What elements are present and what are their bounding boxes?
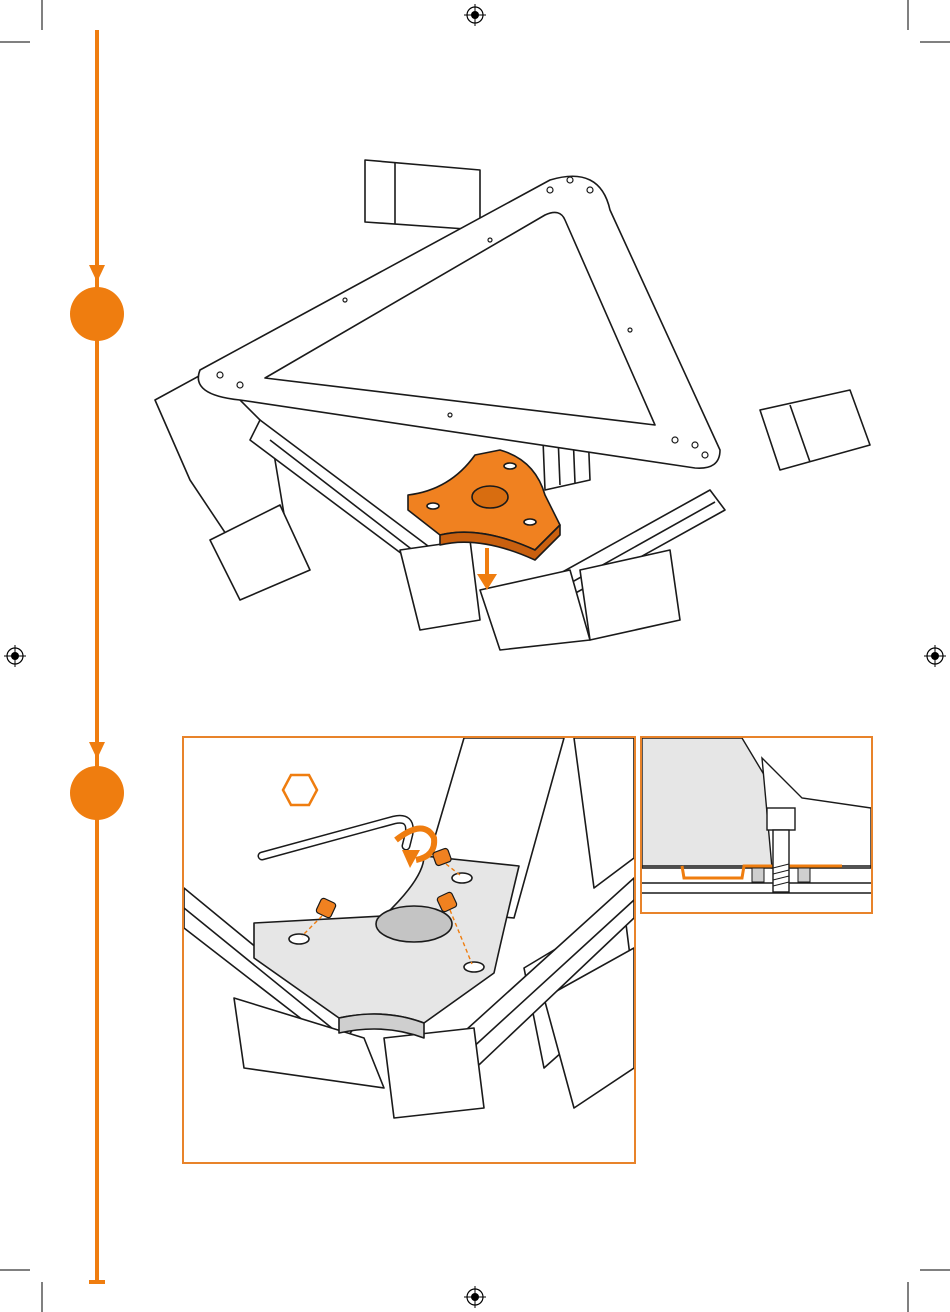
crosshair-registration-icon bbox=[464, 1286, 486, 1308]
down-arrow-icon bbox=[477, 548, 497, 590]
crosshair-registration-icon bbox=[464, 4, 486, 26]
cross-section-panel bbox=[640, 736, 873, 914]
hex-key-screw-illustration bbox=[184, 738, 634, 1162]
cross-section-illustration bbox=[642, 738, 871, 912]
crosshair-registration-icon bbox=[4, 645, 26, 667]
hexagon-icon bbox=[281, 773, 319, 807]
step-circle-2 bbox=[70, 766, 124, 820]
crosshair-registration-icon bbox=[924, 645, 946, 667]
screw-detail-panel bbox=[182, 736, 636, 1164]
printer-frame-illustration bbox=[150, 150, 890, 660]
step-circle-1 bbox=[70, 287, 124, 341]
step-timeline bbox=[80, 30, 114, 1292]
